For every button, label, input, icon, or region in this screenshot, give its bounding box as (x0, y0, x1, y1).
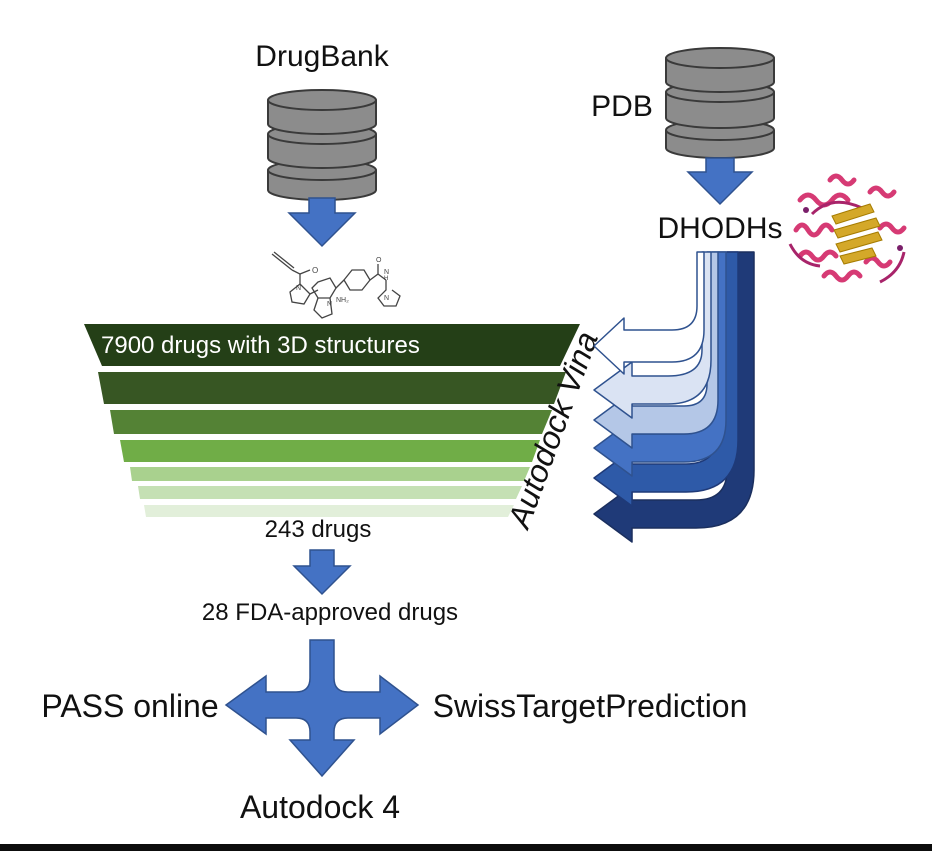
svg-text:N: N (384, 295, 389, 302)
bottom-border (0, 844, 932, 851)
funnel-level (138, 486, 522, 499)
down-arrow-icon (292, 549, 352, 596)
three-way-arrow-icon (224, 639, 420, 778)
svg-text:N: N (296, 285, 301, 292)
funnel-level (110, 410, 552, 434)
svg-text:O: O (376, 257, 382, 264)
protein-structure-icon (788, 173, 907, 284)
dhodh-label: DHODHs (658, 212, 783, 245)
fda-approved-label: 28 FDA-approved drugs (202, 599, 458, 626)
vina-docking-arrows (593, 251, 755, 543)
funnel-level (144, 505, 514, 517)
down-arrow-icon (287, 197, 357, 248)
funnel-level (120, 440, 540, 462)
pass-online-label: PASS online (41, 688, 218, 724)
result-count-label: 243 drugs (265, 516, 372, 543)
curved-arrow-icon (593, 251, 705, 375)
pdb-label: PDB (591, 90, 653, 123)
autodock4-label: Autodock 4 (240, 789, 400, 825)
funnel-level (130, 467, 530, 481)
pdb-database-icon (665, 47, 775, 159)
svg-text:H: H (384, 276, 388, 282)
funnel-level (84, 324, 580, 366)
drugbank-database-icon (267, 89, 377, 201)
drugbank-label: DrugBank (255, 40, 389, 73)
funnel-top-label: 7900 drugs with 3D structures (101, 332, 420, 359)
svg-text:NH₂: NH₂ (336, 297, 349, 304)
down-arrow-icon (686, 157, 754, 206)
svg-text:N: N (384, 269, 389, 276)
molecule-structure-icon: O N N NH₂ O N H N (271, 251, 401, 319)
screening-funnel (84, 324, 580, 517)
swisstarget-label: SwissTargetPrediction (433, 688, 748, 724)
svg-text:O: O (312, 266, 318, 275)
curved-arrow-icon (593, 251, 712, 419)
funnel-level (98, 372, 566, 404)
svg-text:N: N (327, 301, 332, 308)
